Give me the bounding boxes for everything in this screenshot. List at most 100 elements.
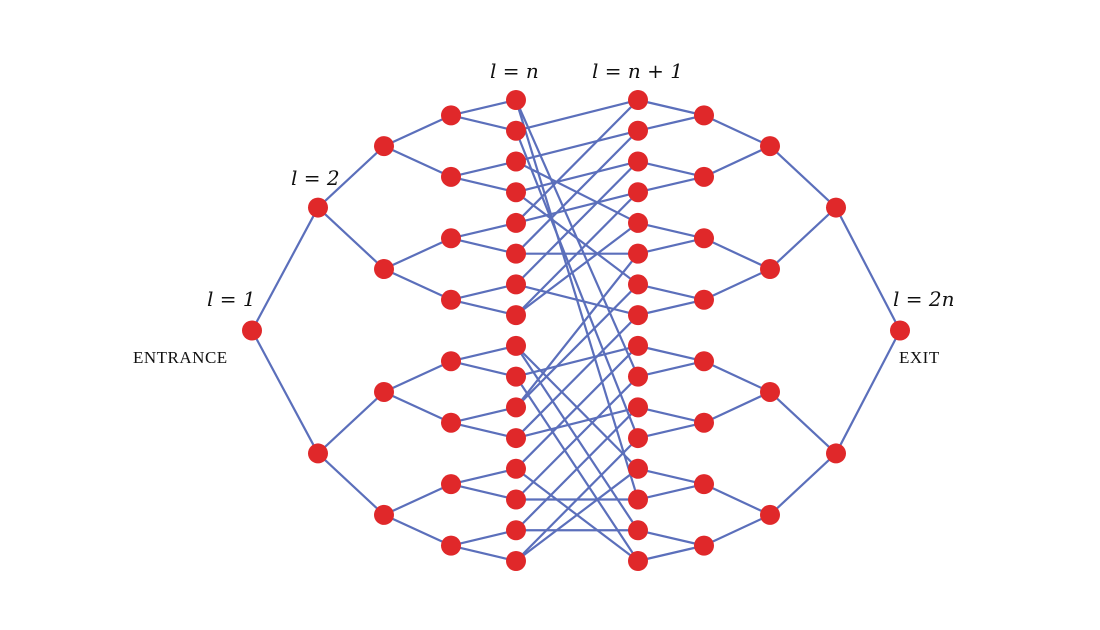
- right-tree-node: [694, 289, 714, 310]
- edge: [637, 406, 705, 424]
- edge: [703, 390, 771, 424]
- left-tree-node: [506, 551, 526, 571]
- left-tree-node: [374, 259, 394, 280]
- edge: [515, 99, 639, 224]
- edge: [637, 98, 705, 117]
- edge: [515, 406, 639, 532]
- edge: [515, 160, 639, 286]
- left-tree-node: [506, 151, 526, 172]
- edge: [637, 160, 705, 178]
- right-tree-node: [628, 274, 648, 295]
- edge: [769, 391, 837, 455]
- label-level-1: l = 1: [207, 287, 256, 311]
- right-tree-node: [628, 366, 648, 387]
- edge: [515, 191, 639, 286]
- edge: [637, 283, 705, 301]
- edge: [769, 452, 837, 516]
- left-tree-node: [506, 212, 526, 233]
- edge: [703, 513, 771, 547]
- right-tree-node: [628, 551, 648, 571]
- edge: [703, 268, 771, 301]
- left-tree-node: [506, 489, 526, 510]
- edge: [383, 360, 452, 393]
- left-tree-node: [441, 412, 461, 433]
- left-tree-node: [506, 366, 526, 387]
- left-tree-node: [506, 335, 526, 356]
- edge: [703, 237, 771, 271]
- left-tree-node: [441, 474, 461, 495]
- right-tree-node: [628, 397, 648, 418]
- edge: [703, 483, 771, 516]
- right-tree-node: [694, 105, 714, 126]
- edge: [450, 98, 517, 117]
- right-tree-node: [760, 136, 780, 157]
- right-tree-node: [760, 504, 780, 525]
- edge: [703, 360, 771, 393]
- edge: [637, 221, 705, 240]
- left-tree-node: [506, 274, 526, 295]
- edge: [450, 467, 517, 486]
- right-tree-node: [760, 259, 780, 280]
- edge: [450, 360, 517, 378]
- edge: [515, 191, 639, 225]
- edge: [515, 467, 639, 562]
- left-tree-node: [506, 458, 526, 479]
- left-tree-node: [506, 428, 526, 449]
- right-tree-node: [628, 489, 648, 510]
- edge: [383, 237, 452, 271]
- right-tree-node: [628, 90, 648, 110]
- edge: [515, 129, 639, 163]
- edge: [769, 206, 837, 270]
- edge: [383, 145, 452, 178]
- edge: [317, 145, 385, 209]
- right-tree-node: [628, 120, 648, 141]
- edge: [637, 467, 705, 486]
- edge: [383, 114, 452, 148]
- edge: [450, 175, 517, 194]
- left-tree-node: [506, 397, 526, 418]
- edge: [383, 390, 452, 424]
- edge: [514, 130, 640, 439]
- edge: [450, 344, 517, 363]
- left-tree-node: [242, 320, 262, 341]
- right-tree-node: [628, 335, 648, 356]
- edge: [637, 237, 705, 255]
- edge: [515, 252, 639, 409]
- edge: [251, 207, 319, 332]
- right-tree-node: [826, 197, 846, 218]
- left-tree-node: [441, 289, 461, 310]
- edge: [637, 175, 705, 194]
- edge: [450, 483, 517, 501]
- edge: [515, 160, 639, 194]
- edge: [637, 529, 705, 547]
- label-level-n-plus-1: l = n + 1: [592, 59, 683, 83]
- edge: [637, 344, 705, 363]
- edge: [450, 160, 517, 178]
- edge: [515, 129, 639, 255]
- edge: [514, 99, 640, 500]
- right-tree-node: [628, 458, 648, 479]
- right-tree-node: [628, 212, 648, 233]
- edge: [450, 406, 517, 424]
- edge: [703, 145, 771, 178]
- edge: [515, 283, 639, 409]
- left-tree-node: [441, 351, 461, 372]
- left-tree-node: [308, 443, 328, 464]
- right-tree-node: [890, 320, 910, 341]
- edge: [515, 222, 639, 317]
- edge: [383, 483, 452, 516]
- edge: [317, 452, 385, 516]
- left-tree-node: [441, 166, 461, 187]
- right-tree-node: [826, 443, 846, 464]
- edge: [450, 529, 517, 547]
- edge: [637, 544, 705, 563]
- right-tree-node: [694, 166, 714, 187]
- right-tree-node: [628, 520, 648, 541]
- edge: [637, 483, 705, 501]
- edge: [515, 98, 639, 132]
- right-tree-node: [694, 474, 714, 495]
- right-tree-node: [628, 182, 648, 203]
- left-tree-node: [374, 381, 394, 402]
- right-tree-node: [628, 151, 648, 172]
